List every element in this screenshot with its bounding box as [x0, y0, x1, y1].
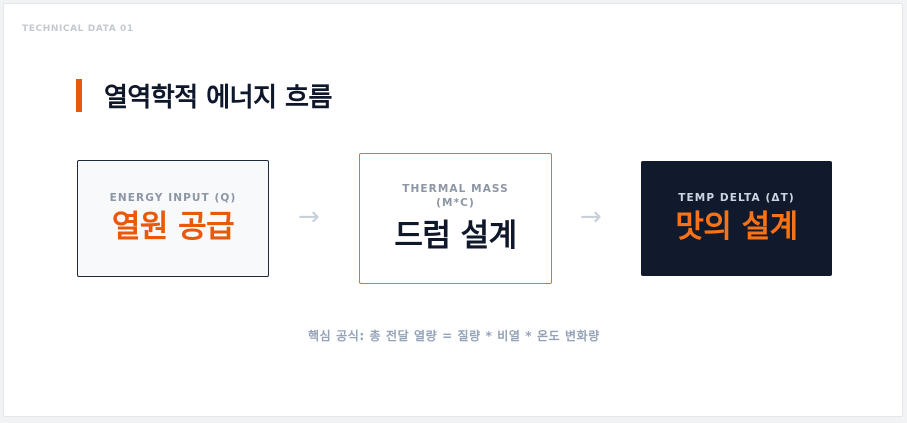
title-accent-bar [76, 78, 82, 112]
temp-delta-box: TEMP DELTA (ΔT) 맛의 설계 [641, 161, 832, 276]
slide-label: TECHNICAL DATA 01 [22, 24, 134, 34]
temp-delta-value: 맛의 설계 [675, 208, 798, 245]
thermal-mass-caption: THERMAL MASS (M*C) [402, 182, 509, 209]
arrow-right-icon: → [298, 202, 320, 232]
title-group: 열역학적 에너지 흐름 [76, 77, 332, 113]
thermal-mass-value: 드럼 설계 [394, 217, 517, 254]
page-title: 열역학적 에너지 흐름 [104, 82, 332, 113]
energy-input-caption: ENERGY INPUT (Q) [109, 191, 237, 204]
energy-input-box: ENERGY INPUT (Q) 열원 공급 [77, 160, 269, 277]
arrow-right-icon: → [580, 202, 602, 232]
temp-delta-caption: TEMP DELTA (ΔT) [678, 191, 795, 204]
slide-card: TECHNICAL DATA 01 열역학적 에너지 흐름 ENERGY INP… [3, 3, 903, 417]
formula-text: 핵심 공식: 총 전달 열량 = 질량 * 비열 * 온도 변화량 [308, 329, 600, 343]
thermal-mass-box: THERMAL MASS (M*C) 드럼 설계 [359, 153, 552, 284]
energy-input-value: 열원 공급 [111, 208, 235, 245]
